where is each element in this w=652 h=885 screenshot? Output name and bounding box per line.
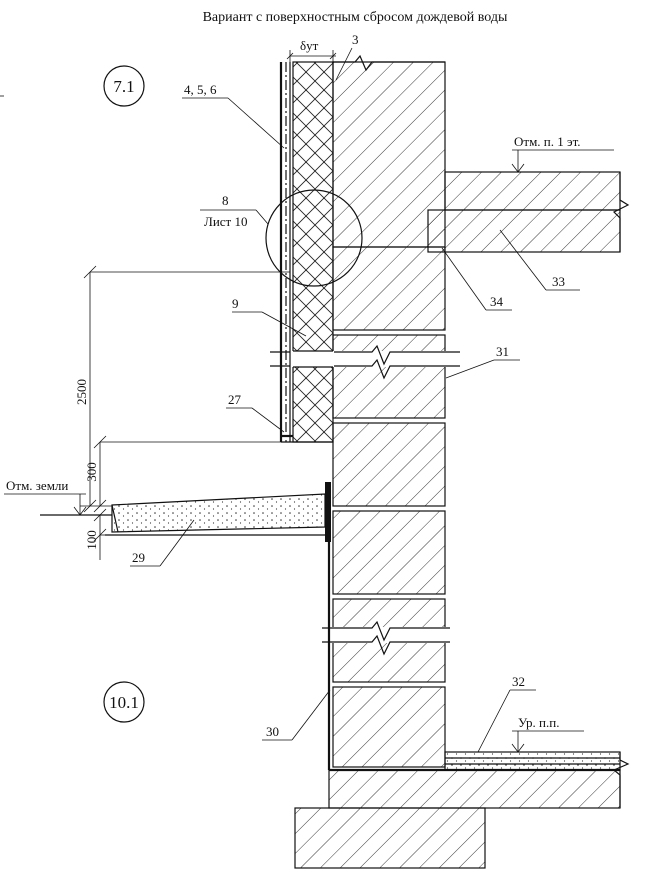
slab-beam-33 (427, 209, 621, 253)
level-ground: Отм. земли (6, 478, 68, 493)
label-27: 27 (228, 392, 242, 407)
label-34: 34 (490, 294, 504, 309)
label-sheet-10: Лист 10 (204, 214, 247, 229)
foundation-footing (294, 807, 486, 869)
label-30: 30 (266, 724, 279, 739)
floor-slab (444, 171, 621, 211)
drawing-title: Вариант с поверхностным сбросом дождевой… (203, 10, 508, 25)
label-9: 9 (232, 296, 239, 311)
blind-area-29 (111, 493, 326, 533)
label-32: 32 (512, 674, 525, 689)
detail-circle-8 (265, 189, 363, 287)
insulation-layer (292, 61, 334, 443)
foundation-slab (328, 769, 621, 809)
label-4-5-6: 4, 5, 6 (184, 82, 217, 97)
dimension-300: 300 (84, 462, 99, 482)
label-31: 31 (496, 344, 509, 359)
level-floor-1: Отм. п. 1 эт. (514, 134, 581, 149)
callout-10-1-text: 10.1 (109, 693, 139, 712)
insulation-thickness-label: δут (300, 38, 319, 53)
wall-break-lower (322, 620, 460, 656)
floor-layers-32 (444, 751, 621, 771)
callout-7-1-text: 7.1 (113, 77, 134, 96)
wall-block-1 (332, 246, 446, 331)
dimension-2500: 2500 (74, 379, 89, 405)
label-8: 8 (222, 193, 229, 208)
wall-block-2 (332, 334, 446, 419)
label-3: 3 (352, 32, 359, 47)
wall-block-6 (332, 686, 446, 768)
wall-block-3 (332, 422, 446, 507)
label-33: 33 (552, 274, 565, 289)
wall-block-4 (332, 510, 446, 595)
callout-circle-7-1 (103, 65, 145, 107)
label-29: 29 (132, 550, 145, 565)
upper-wall (332, 61, 446, 248)
callout-circle-10-1 (103, 681, 145, 723)
level-floor-basement: Ур. п.п. (518, 715, 559, 730)
dimension-100: 100 (84, 530, 99, 550)
